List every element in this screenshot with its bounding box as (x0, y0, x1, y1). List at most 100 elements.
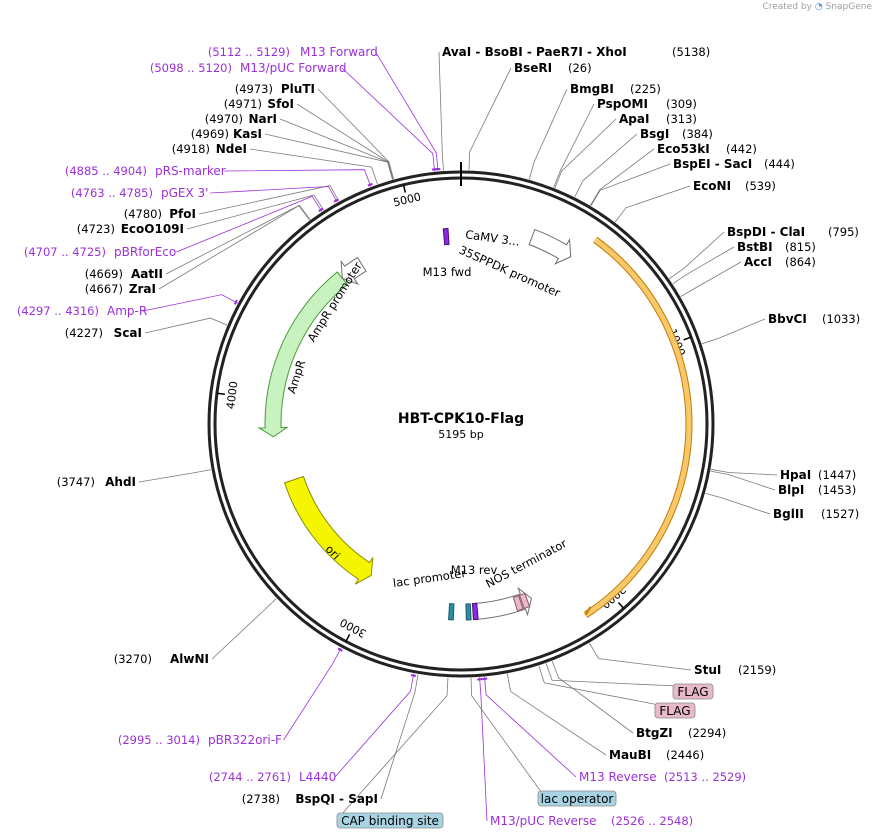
primer-name[interactable]: L4440 (299, 770, 336, 784)
credit-prefix: Created by (762, 2, 812, 12)
feature-label-m13-rev: M13 rev (451, 563, 498, 577)
primer-leader-line (375, 51, 439, 172)
restriction-site-name[interactable]: PspOMI (597, 97, 648, 111)
tick-mark (683, 336, 692, 341)
primer-site-mark (431, 168, 437, 171)
restriction-site-name[interactable]: AlwNI (170, 652, 209, 666)
site-leader-line (438, 51, 444, 171)
restriction-site-name[interactable]: BsgI (640, 127, 669, 141)
site-leader-line (468, 67, 512, 171)
primer-name[interactable]: pGEX 3' (161, 186, 208, 200)
feature-box-leader-line (545, 663, 678, 687)
site-leader-line (380, 674, 419, 800)
primer-name[interactable]: pRS-marker (155, 164, 226, 178)
site-leader-line (551, 660, 634, 734)
restriction-site-position: (4969) (191, 127, 229, 141)
primer-site-mark (367, 182, 373, 187)
feature-m13-rev-block[interactable] (471, 602, 479, 621)
restriction-site-name[interactable]: ApaI (619, 112, 649, 126)
restriction-site-name[interactable]: BspDI - ClaI (727, 225, 805, 239)
credit-brand: SnapGene (825, 2, 872, 12)
feature-ampr-arrow[interactable] (257, 271, 349, 438)
restriction-site-position: (442) (726, 142, 757, 156)
restriction-site-position: (4780) (124, 207, 162, 221)
primer-site-mark (318, 207, 324, 212)
restriction-site-name[interactable]: BtgZI (636, 726, 673, 740)
restriction-site-name[interactable]: EcoO109I (121, 222, 184, 236)
restriction-site-name[interactable]: AhdI (105, 475, 136, 489)
restriction-site-name[interactable]: StuI (694, 663, 721, 677)
restriction-site-name[interactable]: BspEI - SacI (673, 157, 752, 171)
tick-mark (345, 634, 351, 642)
feature-box-leader-line (538, 665, 660, 706)
site-leader-line (317, 88, 395, 180)
restriction-site-name[interactable]: BbvCI (768, 312, 807, 326)
primer-leader-line (334, 673, 415, 778)
primer-name[interactable]: M13/pUC Reverse (490, 814, 597, 828)
restriction-site-name[interactable]: Eco53kI (657, 142, 710, 156)
feature-name-box[interactable] (537, 790, 617, 807)
restriction-site-name[interactable]: EcoNI (693, 179, 731, 193)
restriction-site-name[interactable]: ScaI (114, 326, 142, 340)
site-leader-line (144, 317, 228, 334)
restriction-site-name[interactable]: NdeI (216, 142, 247, 156)
site-leader-line (710, 468, 778, 476)
restriction-site-name[interactable]: BmgBI (570, 82, 614, 96)
feature-ori-arrow[interactable] (283, 475, 374, 585)
primer-name[interactable]: M13 Forward (300, 45, 378, 59)
restriction-site-position: (4723) (77, 222, 115, 236)
feature-name-box[interactable] (336, 812, 444, 829)
restriction-site-name[interactable]: PfoI (169, 207, 196, 221)
feature-name-box-label: FLAG (659, 704, 690, 718)
feature-m13-fwd-block[interactable] (442, 227, 450, 246)
primer-leader-line (484, 676, 577, 778)
restriction-site-name[interactable]: BspQI - SapI (295, 792, 378, 806)
primer-site-mark (333, 198, 339, 203)
site-leader-line (701, 318, 766, 345)
restriction-site-name[interactable]: MauBI (609, 748, 651, 762)
restriction-site-name[interactable]: PluTI (281, 82, 315, 96)
restriction-site-name[interactable]: KasI (233, 127, 262, 141)
restriction-site-name[interactable]: SfoI (267, 97, 294, 111)
site-leader-line (705, 492, 771, 515)
feature-camv-arrow[interactable] (528, 228, 572, 265)
primer-name[interactable]: Amp-R (107, 304, 147, 318)
primer-name[interactable]: M13 Reverse (579, 770, 657, 784)
feature-flag-block[interactable] (512, 594, 524, 612)
restriction-site-name[interactable]: NarI (248, 112, 277, 126)
restriction-site-position: (3270) (114, 652, 152, 666)
primer-range: (4707 .. 4725) (24, 245, 106, 259)
restriction-site-name[interactable]: BseRI (514, 61, 552, 75)
restriction-site-position: (795) (828, 225, 859, 239)
site-leader-line (680, 261, 742, 297)
restriction-site-position: (539) (745, 179, 776, 193)
restriction-site-name[interactable]: BstBI (737, 240, 773, 254)
feature-name-box[interactable] (654, 702, 696, 719)
plasmid-length: 5195 bp (438, 428, 483, 441)
primer-range: (5098 .. 5120) (150, 61, 232, 75)
feature-ampr-promoter-arrow[interactable] (340, 256, 367, 285)
feature-name-box[interactable] (672, 683, 714, 700)
restriction-site-name[interactable]: HpaI (780, 468, 811, 482)
feature-cap-site-block[interactable] (448, 603, 455, 621)
restriction-site-name[interactable]: ZraI (129, 282, 156, 296)
restriction-site-name[interactable]: BglII (773, 507, 804, 521)
site-leader-line (672, 246, 735, 285)
tick-mark (216, 392, 225, 395)
restriction-site-name[interactable]: AvaI - BsoBI - PaeR7I - XhoI (442, 45, 627, 59)
backbone (207, 162, 715, 678)
feature-cds[interactable] (584, 237, 692, 618)
feature-lac-operator-block[interactable] (465, 603, 472, 621)
site-leader-line (554, 118, 617, 189)
primer-name[interactable]: pBRforEco (114, 245, 176, 259)
primer-name[interactable]: pBR322ori-F (208, 733, 282, 747)
restriction-site-name[interactable]: AatII (131, 267, 163, 281)
restriction-site-name[interactable]: BlpI (778, 483, 804, 497)
restriction-site-position: (1527) (821, 507, 859, 521)
primer-name[interactable]: M13/pUC Forward (240, 61, 347, 75)
restriction-site-name[interactable]: AccI (744, 255, 772, 269)
primer-leader-line (283, 647, 342, 741)
primer-range: (4763 .. 4785) (71, 186, 153, 200)
feature-flag-block[interactable] (518, 592, 531, 610)
